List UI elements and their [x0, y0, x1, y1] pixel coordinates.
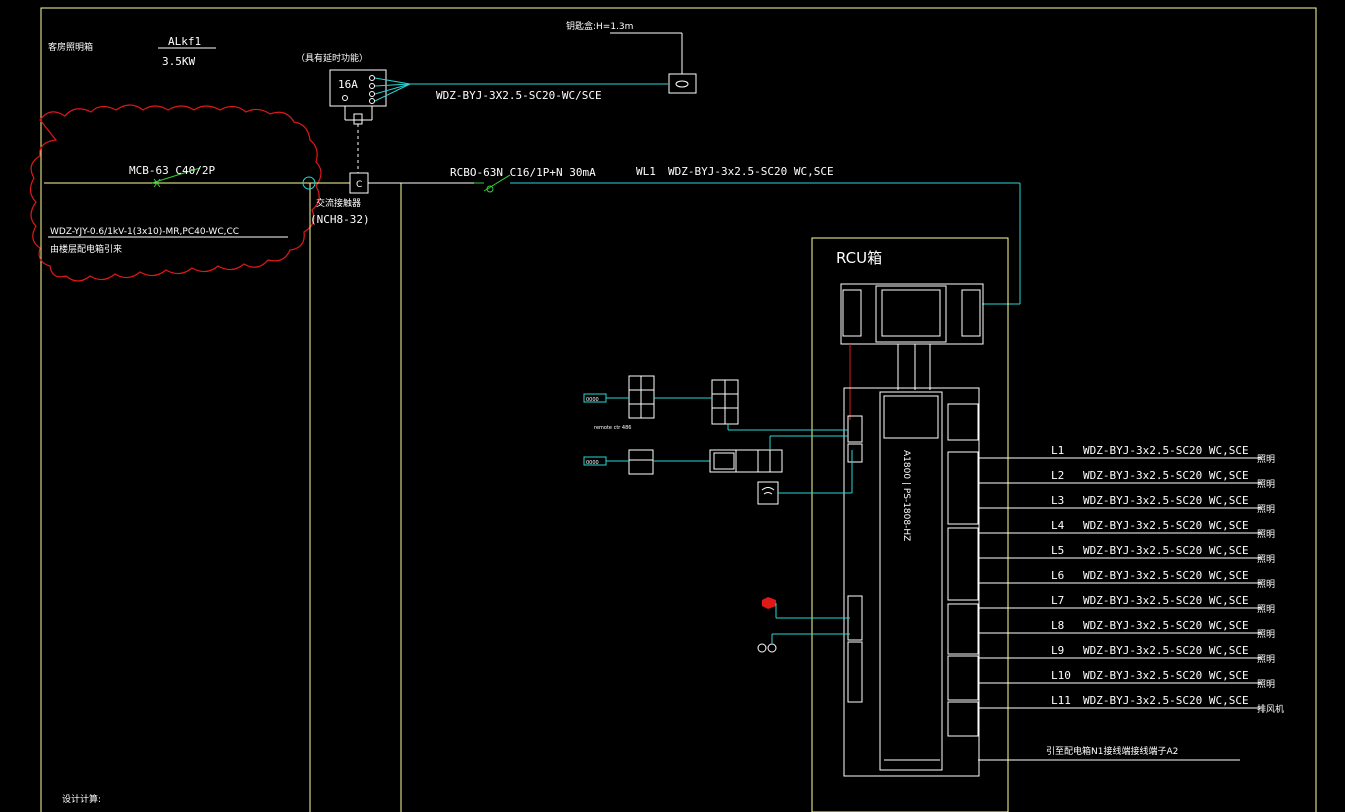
- neutral-point: [302, 176, 316, 190]
- contactor-model: (NCH8-32): [310, 213, 370, 226]
- rcu-title: RCU箱: [836, 249, 882, 267]
- relay-note: （具有延时功能）: [296, 52, 368, 64]
- contactor-symbol-label: C: [356, 180, 362, 190]
- feeder-cable-label: WDZ-YJY-0.6/1kV-1(3x10)-MR,PC40-WC,CC: [50, 227, 239, 237]
- circuit-id: L8: [1051, 619, 1064, 632]
- doorbell-panel: [709, 449, 783, 473]
- tag-2: 0000: [586, 460, 599, 466]
- circuit-cable: WDZ-BYJ-3x2.5-SC20 WC,SCE: [1083, 594, 1249, 607]
- circuit-load: 照明: [1257, 654, 1275, 665]
- circuit-load: 照明: [1257, 454, 1275, 465]
- circuit-cable: WDZ-BYJ-3x2.5-SC20 WC,SCE: [1083, 694, 1249, 707]
- circuit-id: L1: [1051, 444, 1064, 457]
- wl1-id: WL1: [636, 165, 656, 178]
- rcu-enclosure: [811, 237, 1009, 812]
- mcb-label: MCB-63 C40/2P: [129, 164, 215, 177]
- rcbo-label: RCBO-63N C16/1P+N 30mA: [450, 166, 596, 179]
- circuit-load: 照明: [1257, 504, 1275, 515]
- circuit-load: 排风机: [1257, 703, 1284, 715]
- feeder-source-label: 由楼层配电箱引来: [50, 243, 122, 255]
- circuit-id: L10: [1051, 669, 1071, 682]
- bottom-note: 引至配电箱N1接线端接线端子A2: [1046, 745, 1178, 757]
- circuit-cable: WDZ-BYJ-3x2.5-SC20 WC,SCE: [1083, 644, 1249, 657]
- circuit-load: 照明: [1257, 529, 1275, 540]
- relay-box: [329, 69, 387, 107]
- circuit-load: 照明: [1257, 629, 1275, 640]
- circuit-id: L2: [1051, 469, 1064, 482]
- circuit-load: 照明: [1257, 554, 1275, 565]
- circuit-cable: WDZ-BYJ-3x2.5-SC20 WC,SCE: [1083, 669, 1249, 682]
- circuit-id: L6: [1051, 569, 1064, 582]
- circuit-cable: WDZ-BYJ-3x2.5-SC20 WC,SCE: [1083, 519, 1249, 532]
- key-box-label: 钥匙盒:H=1.3m: [566, 20, 633, 32]
- circuit-load: 照明: [1257, 604, 1275, 615]
- design-calc-label: 设计计算:: [62, 793, 101, 805]
- relay-rating: 16A: [338, 78, 358, 91]
- tag-1: 0000: [586, 397, 599, 403]
- remote-label: remote ctr 486: [594, 425, 631, 431]
- circuit-cable: WDZ-BYJ-3x2.5-SC20 WC,SCE: [1083, 444, 1249, 457]
- circuit-cable: WDZ-BYJ-3x2.5-SC20 WC,SCE: [1083, 494, 1249, 507]
- circuit-load: 照明: [1257, 479, 1275, 490]
- rcbo-contact: [483, 174, 511, 192]
- door-sensor-icon: [762, 597, 776, 609]
- circuit-id: L11: [1051, 694, 1071, 707]
- circuit-cable: WDZ-BYJ-3x2.5-SC20 WC,SCE: [1083, 619, 1249, 632]
- key-cable-label: WDZ-BYJ-3X2.5-SC20-WC/SCE: [436, 89, 602, 102]
- circuit-cable: WDZ-BYJ-3x2.5-SC20 WC,SCE: [1083, 469, 1249, 482]
- rcu-din-modules: [840, 283, 984, 345]
- mcb-contact: [151, 167, 201, 184]
- circuit-load: 照明: [1257, 579, 1275, 590]
- circuit-id: L5: [1051, 544, 1064, 557]
- circuit-cable: WDZ-BYJ-3x2.5-SC20 WC,SCE: [1083, 544, 1249, 557]
- circuit-id: L4: [1051, 519, 1065, 532]
- circuit-id: L3: [1051, 494, 1064, 507]
- thermostat-panel: [628, 449, 654, 475]
- panel-location-text: 客房照明箱: [48, 41, 93, 53]
- sensor-icon: [757, 643, 767, 653]
- contactor-name: 交流接触器: [316, 197, 361, 209]
- circuit-cable: WDZ-BYJ-3x2.5-SC20 WC,SCE: [1083, 569, 1249, 582]
- key-box-symbol: [668, 73, 697, 94]
- circuit-id: L7: [1051, 594, 1064, 607]
- panel-name: ALkf1: [168, 35, 201, 48]
- circuit-id: L9: [1051, 644, 1064, 657]
- drawing-border: [40, 7, 1317, 812]
- revision-cloud: [29, 104, 322, 282]
- rcu-model: A1800 | PS-1808-HZ: [901, 450, 911, 541]
- rcu-main-module: [843, 387, 980, 777]
- wl1-cable: WDZ-BYJ-3x2.5-SC20 WC,SCE: [668, 165, 834, 178]
- panel-power: 3.5KW: [162, 55, 195, 68]
- circuit-load: 照明: [1257, 679, 1275, 690]
